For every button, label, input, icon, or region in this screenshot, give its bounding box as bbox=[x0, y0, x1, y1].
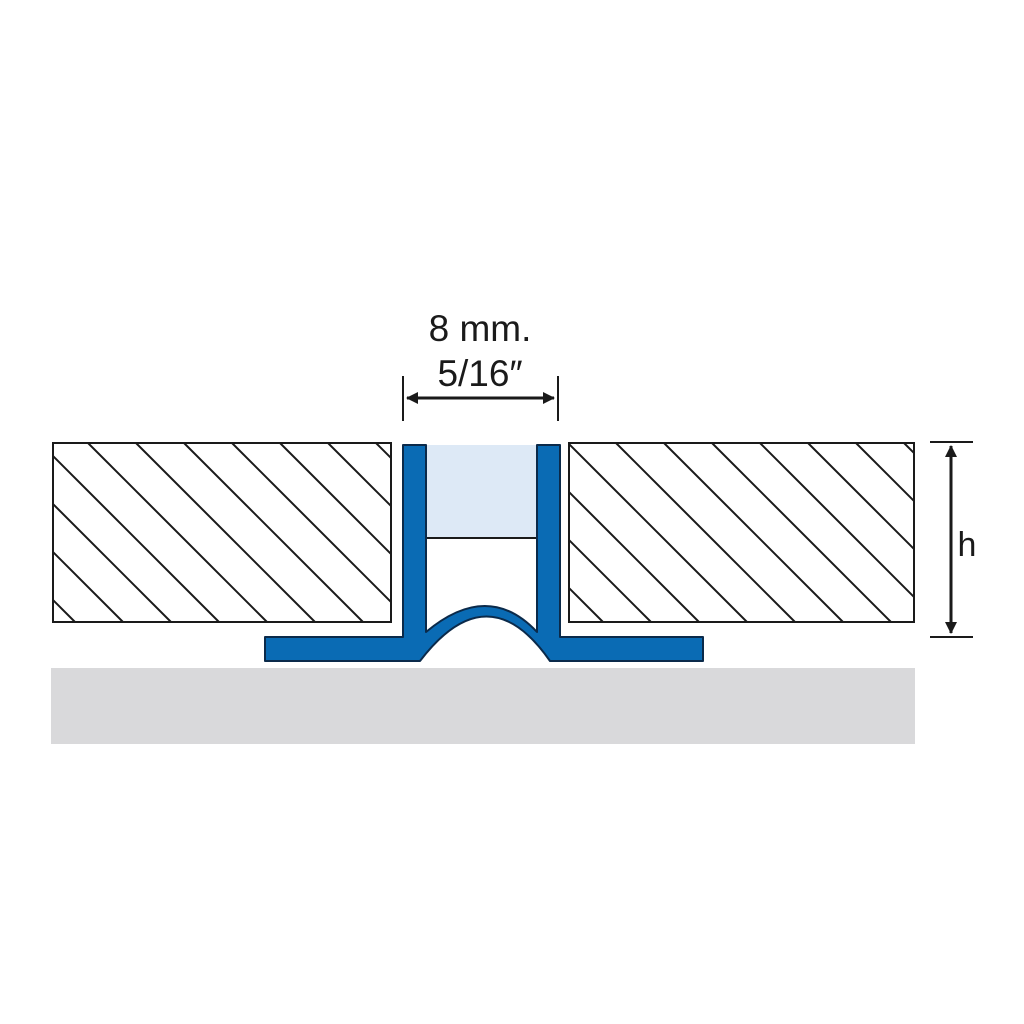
width-dimension: 8 mm. 5/16″ bbox=[402, 308, 559, 421]
left-tile-hatching bbox=[0, 443, 1024, 622]
height-symbol-label: h bbox=[958, 526, 977, 564]
right-tile bbox=[0, 442, 1024, 623]
hatch-line bbox=[87, 443, 268, 622]
joint-filler-insert bbox=[426, 445, 537, 538]
hatch-line bbox=[231, 443, 391, 604]
hatch-line bbox=[807, 443, 914, 551]
hatch-line bbox=[663, 443, 844, 622]
width-metric-label: 8 mm. bbox=[429, 308, 532, 349]
hatch-line bbox=[0, 443, 27, 622]
hatch-line bbox=[569, 490, 700, 622]
hatch-line bbox=[615, 443, 796, 622]
hatch-line bbox=[183, 443, 364, 622]
hatch-line bbox=[569, 443, 748, 622]
hatch-line bbox=[53, 502, 172, 622]
hatch-line bbox=[711, 443, 892, 622]
hatch-line bbox=[855, 443, 914, 503]
hatch-line bbox=[759, 443, 914, 599]
hatch-line bbox=[135, 443, 316, 622]
hatch-line bbox=[569, 586, 604, 622]
movement-joint-profile bbox=[264, 444, 704, 662]
right-tile-hatching bbox=[0, 443, 1024, 622]
substrate-base bbox=[51, 668, 915, 744]
left-tile bbox=[0, 442, 1024, 623]
hatch-line bbox=[0, 443, 27, 622]
hatch-line bbox=[53, 550, 124, 622]
hatch-line bbox=[279, 443, 391, 556]
hatch-line bbox=[327, 443, 391, 508]
height-dimension: h bbox=[930, 441, 977, 638]
width-imperial-label: 5/16″ bbox=[437, 353, 522, 394]
hatch-line bbox=[53, 454, 220, 622]
hatch-line bbox=[569, 538, 652, 622]
hatch-line bbox=[1000, 443, 1024, 622]
hatch-line bbox=[1000, 443, 1024, 622]
